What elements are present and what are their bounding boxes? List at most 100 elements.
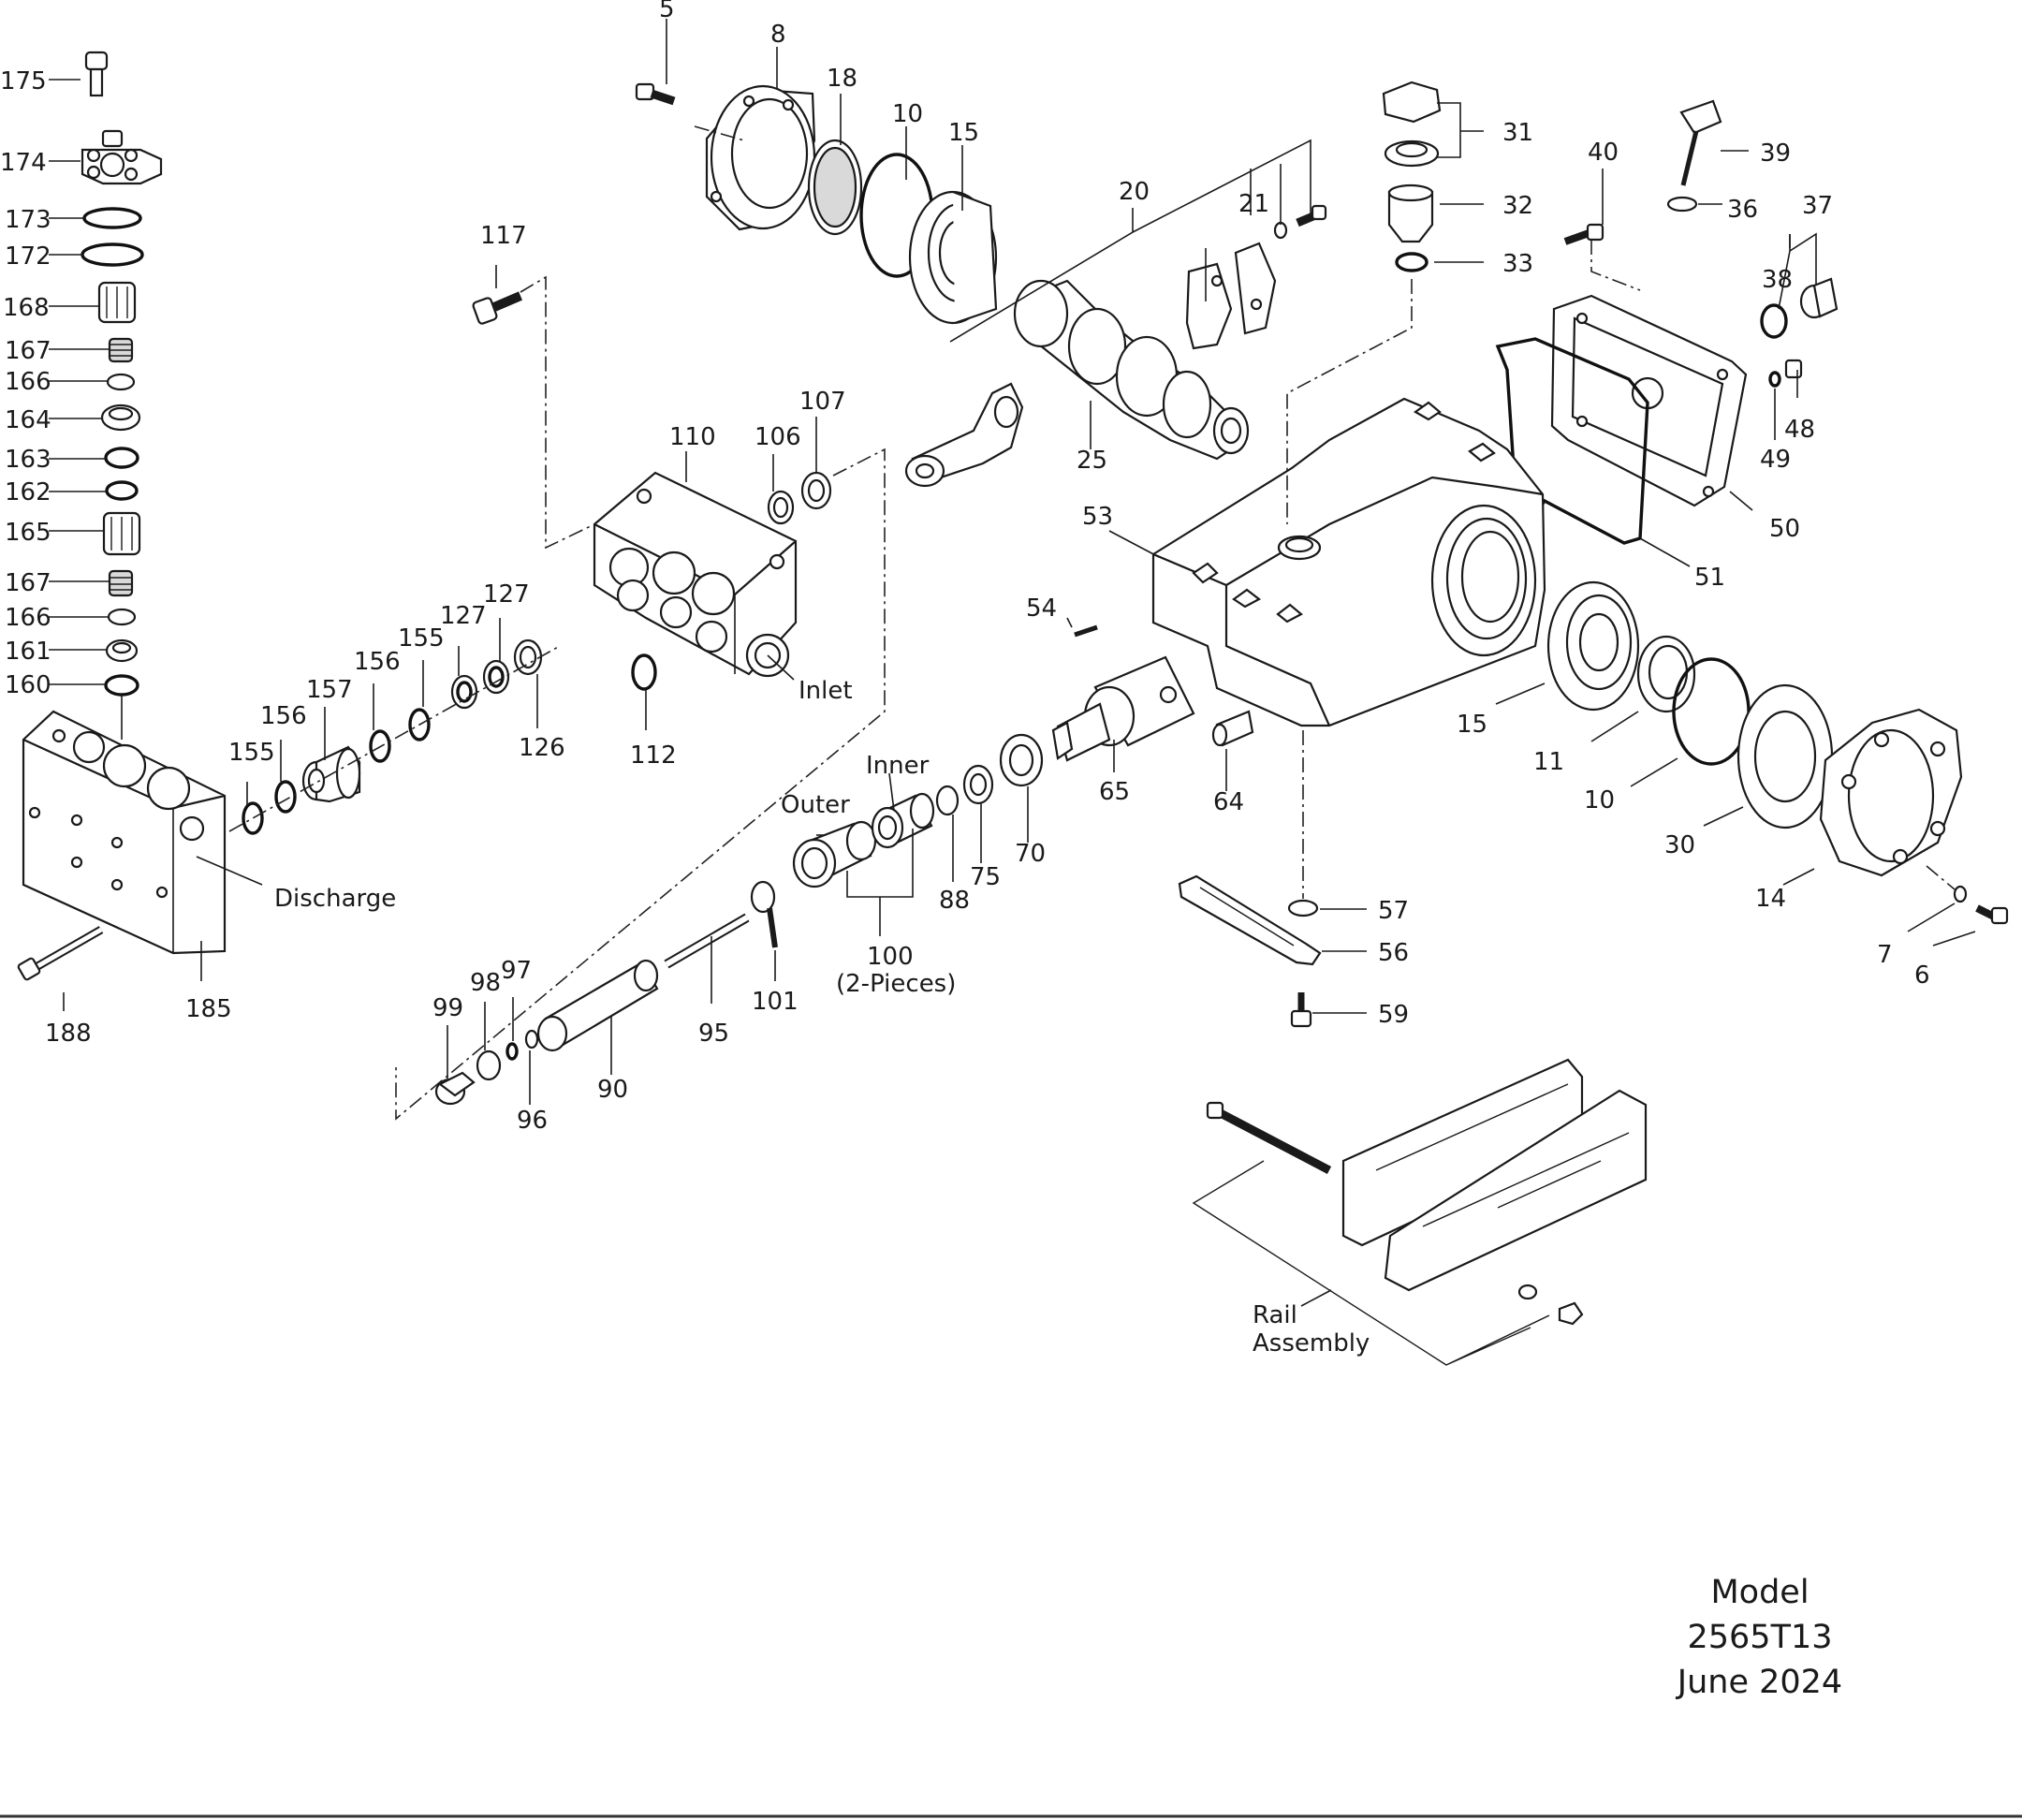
part-101-clip xyxy=(750,880,778,948)
label-15b: 15 xyxy=(1457,711,1487,739)
part-155-oring-a xyxy=(242,801,264,835)
label-rail-line1: Rail xyxy=(1253,1301,1297,1329)
label-14: 14 xyxy=(1755,885,1786,913)
part-160-oring xyxy=(104,674,139,697)
label-156a: 156 xyxy=(260,702,307,730)
label-75: 75 xyxy=(970,863,1001,891)
part-161-valve xyxy=(105,638,139,663)
title-model: Model xyxy=(1710,1574,1809,1611)
label-53: 53 xyxy=(1082,503,1113,531)
label-172: 172 xyxy=(5,242,51,271)
label-70: 70 xyxy=(1015,840,1046,868)
part-163-oring xyxy=(104,447,139,469)
part-167-spring-a xyxy=(108,337,134,363)
label-168: 168 xyxy=(3,294,50,322)
label-95: 95 xyxy=(698,1020,729,1048)
part-112-oring xyxy=(631,653,657,691)
label-173: 173 xyxy=(5,206,51,234)
label-8: 8 xyxy=(770,21,786,49)
label-98: 98 xyxy=(470,969,501,997)
part-15-bearing-a xyxy=(908,190,998,325)
part-70-seal xyxy=(999,733,1044,787)
label-88: 88 xyxy=(939,887,970,915)
part-20-connecting-rod xyxy=(904,382,1024,488)
label-161: 161 xyxy=(5,638,51,666)
label-20: 20 xyxy=(1119,178,1150,206)
label-36: 36 xyxy=(1727,196,1758,224)
label-48: 48 xyxy=(1784,416,1815,444)
part-117-bolt xyxy=(472,291,522,325)
part-39-dipstick xyxy=(1679,99,1722,186)
label-38: 38 xyxy=(1762,266,1793,294)
label-59: 59 xyxy=(1378,1001,1409,1029)
label-51: 51 xyxy=(1694,564,1725,592)
part-173-oring xyxy=(82,207,142,229)
label-37: 37 xyxy=(1802,192,1833,220)
part-168-valve-seat xyxy=(97,281,137,324)
label-166b: 166 xyxy=(5,604,51,632)
part-59-screw xyxy=(1290,992,1312,1028)
label-6: 6 xyxy=(1914,961,1930,990)
part-36-gasket xyxy=(1666,196,1698,213)
part-98-washer xyxy=(476,1049,502,1081)
label-97: 97 xyxy=(501,957,532,985)
label-25: 25 xyxy=(1077,447,1107,475)
label-56: 56 xyxy=(1378,939,1409,967)
label-188: 188 xyxy=(45,1020,92,1048)
part-127-seal-b xyxy=(482,659,510,695)
part-number-labels: 175 174 173 172 168 167 166 164 163 162 … xyxy=(0,0,1930,1135)
part-166-retainer-a xyxy=(106,373,136,391)
label-49: 49 xyxy=(1760,446,1791,474)
part-75-washer xyxy=(962,764,994,805)
assembly-line-crankshaft xyxy=(694,125,745,141)
label-99: 99 xyxy=(432,994,463,1022)
label-21: 21 xyxy=(1238,190,1269,218)
label-160: 160 xyxy=(5,671,51,699)
label-185: 185 xyxy=(185,995,232,1023)
part-100-inner-seal xyxy=(871,792,935,849)
part-30-cover xyxy=(1736,683,1834,829)
label-101: 101 xyxy=(752,988,799,1016)
part-6-bolt xyxy=(1975,904,2009,925)
label-discharge: Discharge xyxy=(274,885,396,913)
part-53-crankcase xyxy=(1151,397,1546,727)
part-48-plug xyxy=(1784,359,1803,379)
part-32-plug xyxy=(1387,183,1434,243)
part-174-cap xyxy=(81,129,163,185)
valve-stack xyxy=(81,51,163,697)
label-rail-line2: Assembly xyxy=(1253,1329,1370,1358)
part-166-retainer-b xyxy=(107,608,137,626)
label-7: 7 xyxy=(1877,941,1893,969)
label-126: 126 xyxy=(519,734,565,762)
label-165: 165 xyxy=(5,519,51,547)
part-50-rear-cover xyxy=(1550,294,1748,507)
label-inner: Inner xyxy=(866,752,930,780)
text-callouts: Discharge Inlet Outer Inner Rail Assembl… xyxy=(274,677,1370,1358)
part-155-oring-b xyxy=(408,708,431,741)
title-date: June 2024 xyxy=(1676,1664,1842,1701)
part-110-head xyxy=(593,471,798,678)
label-117: 117 xyxy=(480,222,527,250)
part-54-pin xyxy=(1074,624,1098,638)
leader-lines xyxy=(49,19,1976,1307)
part-37-plug xyxy=(1799,277,1839,319)
part-156-oring-b xyxy=(369,729,391,763)
part-188-long-bolt xyxy=(17,926,104,981)
label-127a: 127 xyxy=(440,602,487,630)
label-31: 31 xyxy=(1502,119,1533,147)
assembly-line-discharge xyxy=(228,645,561,832)
part-156-oring-a xyxy=(274,780,297,814)
rail-bracket-lines xyxy=(1192,1160,1550,1366)
label-32: 32 xyxy=(1502,192,1533,220)
part-162-oring xyxy=(105,480,139,501)
part-40-bolt xyxy=(1563,223,1604,245)
label-163: 163 xyxy=(5,446,51,474)
part-15-bearing-b xyxy=(1546,580,1640,712)
label-10b: 10 xyxy=(1584,786,1615,815)
label-100: 100 xyxy=(867,943,914,971)
label-57: 57 xyxy=(1378,897,1409,925)
assembly-line-bolt6 xyxy=(1926,865,1956,890)
label-110: 110 xyxy=(669,423,716,451)
part-164-adapter xyxy=(100,404,141,432)
